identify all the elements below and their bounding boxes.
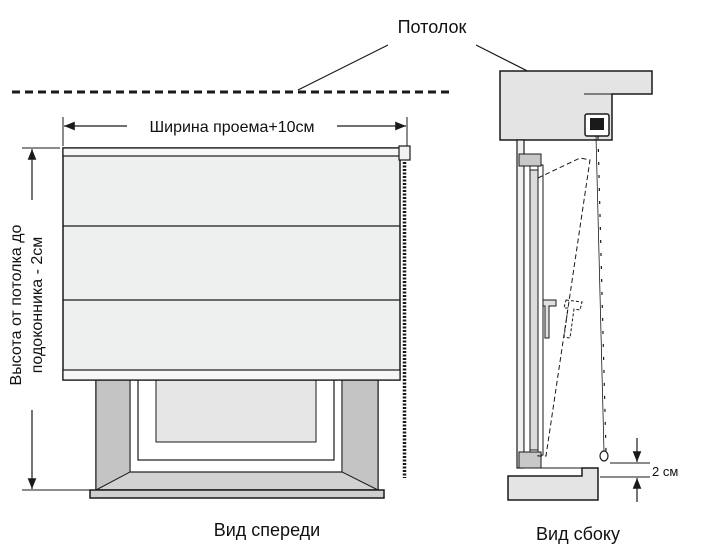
side-sash (537, 164, 544, 456)
side-sill (507, 467, 599, 501)
side-glass (529, 169, 539, 451)
height-label-bg (8, 200, 52, 410)
side-frame-outer (516, 139, 525, 469)
width-label-bg (127, 116, 337, 136)
blind-headrail (62, 147, 401, 157)
ceiling-leader-front (297, 44, 389, 91)
side-bottom-weight (599, 450, 609, 462)
blind-bottom-bar (62, 369, 401, 381)
window-handle (542, 299, 557, 339)
ceiling-label: Потолок (398, 17, 467, 37)
window-reveal-left (95, 371, 131, 491)
open-sash-outline (537, 157, 591, 457)
side-frame-bottom-block (518, 451, 542, 469)
height-label-line2: подоконника - 2см (29, 237, 46, 374)
open-handle-outline (563, 299, 583, 339)
front-view: Ширина проема+10см Высота от потолка до … (8, 116, 411, 540)
side-view-caption: Вид сбоку (536, 524, 620, 544)
window-glass (155, 371, 317, 443)
side-frame-inner (523, 157, 531, 459)
window-sill (89, 489, 385, 499)
width-label: Ширина проема+10см (149, 119, 314, 136)
window-reveal-right (341, 371, 379, 491)
side-fabric-solid (595, 135, 605, 453)
side-lintel (499, 70, 653, 141)
blind-fabric (62, 147, 401, 381)
side-headrail-inner (590, 118, 604, 130)
gap-label: 2 см (652, 464, 678, 479)
height-label-line1: Высота от потолка до (8, 224, 25, 385)
side-view: 2 см Вид сбоку (499, 70, 678, 544)
side-frame-top-block (518, 153, 542, 167)
control-mechanism (398, 145, 411, 161)
side-fabric-line (597, 135, 607, 453)
front-view-caption: Вид спереди (214, 520, 321, 540)
